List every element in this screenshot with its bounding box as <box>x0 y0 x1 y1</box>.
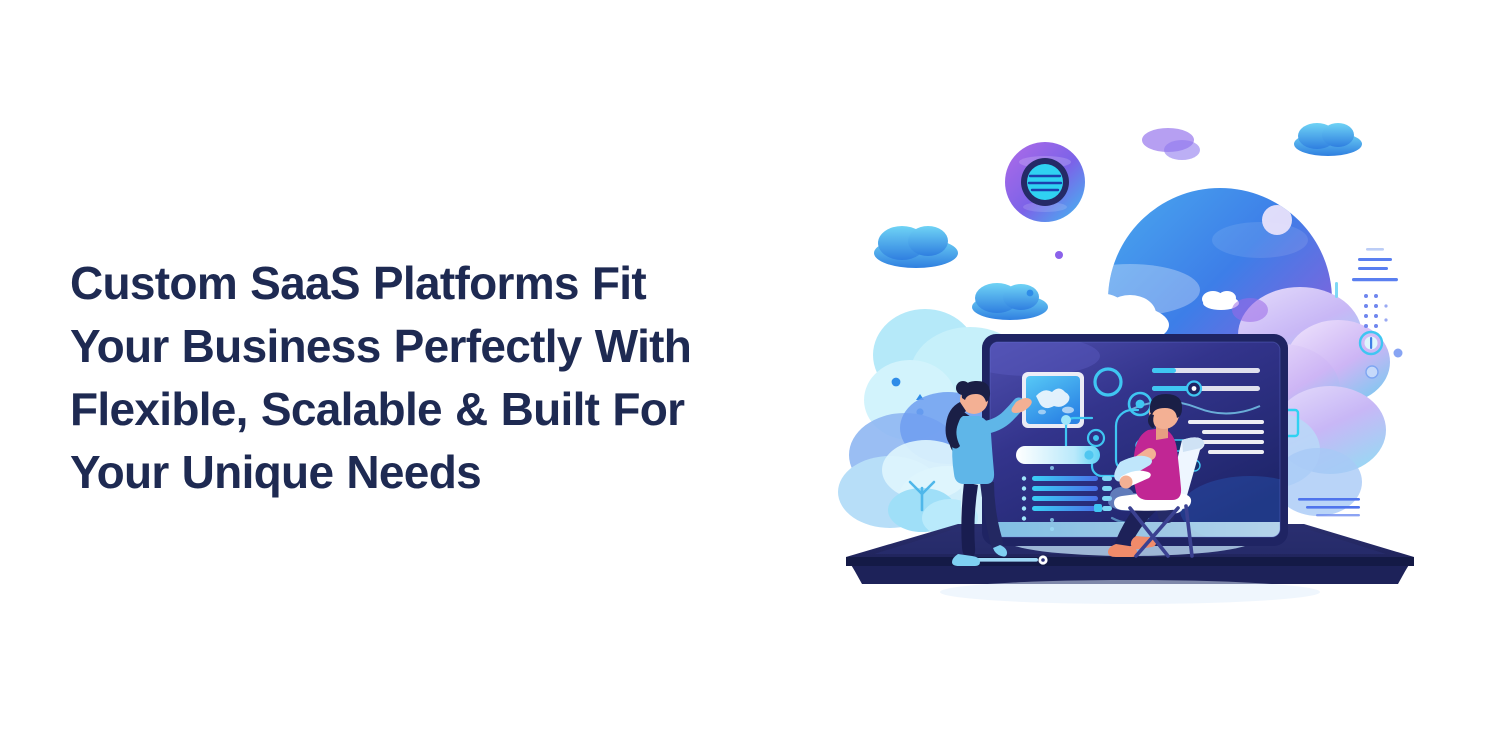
ui-dot-right <box>1393 348 1403 358</box>
screen-text-lines <box>1188 420 1264 454</box>
data-rain-lines <box>875 266 937 403</box>
heading-line-2: Your Business Perfectly With <box>70 320 692 372</box>
screen-search-bar[interactable] <box>1016 446 1100 464</box>
heading-line-4: Your Unique Needs <box>70 446 482 498</box>
shoe <box>993 545 1007 557</box>
data-dot <box>1055 251 1063 259</box>
chair-legs <box>1128 504 1194 558</box>
cloud-icon <box>874 226 958 268</box>
data-dot <box>891 377 901 387</box>
ui-dot-matrix-right <box>1364 294 1388 328</box>
badge-stripes <box>1027 174 1063 192</box>
shirt <box>1133 428 1182 500</box>
hero-copy: Custom SaaS Platforms Fit Your Business … <box>70 252 750 504</box>
cloud-icon <box>972 283 1048 320</box>
heading-line-1: Custom SaaS Platforms Fit <box>70 257 647 309</box>
data-dot <box>1026 289 1034 297</box>
hero-illustration <box>830 110 1430 610</box>
screen-slider-group[interactable] <box>1152 368 1260 397</box>
ui-toggle-icon-right[interactable] <box>1358 330 1384 356</box>
screen-map-tile[interactable] <box>1022 372 1084 428</box>
cloud-rain-mid-left <box>972 283 1048 410</box>
shoe <box>952 554 980 566</box>
page-title: Custom SaaS Platforms Fit Your Business … <box>70 252 750 504</box>
hand <box>1011 398 1032 413</box>
dashboard-screen <box>982 334 1288 546</box>
illustration-svg <box>830 110 1430 610</box>
cloud-rain-top-right <box>1294 123 1362 232</box>
woman-figure <box>945 380 1032 566</box>
ui-fragment-lines-lower-right <box>1298 498 1360 517</box>
blob-violet-top <box>1142 128 1200 160</box>
cloud-icon <box>1294 123 1362 156</box>
screen-ring-icon[interactable] <box>1093 367 1123 397</box>
hair <box>1149 394 1183 418</box>
shoe <box>1108 544 1137 557</box>
cloud-rain-upper-left <box>874 226 958 416</box>
badge-drip-lines <box>1029 219 1060 289</box>
screen-list-marker <box>1094 504 1102 512</box>
ui-circle-right <box>1365 365 1379 379</box>
ui-fragment-lines-right <box>1335 248 1398 298</box>
ground-shadow <box>940 580 1320 604</box>
heading-line-3: Flexible, Scalable & Built For <box>70 383 685 435</box>
hand <box>1119 475 1133 489</box>
man-figure-on-chair <box>1108 394 1205 558</box>
screen-list-bullets <box>1021 476 1027 521</box>
floating-badge-icon[interactable] <box>1005 142 1085 297</box>
